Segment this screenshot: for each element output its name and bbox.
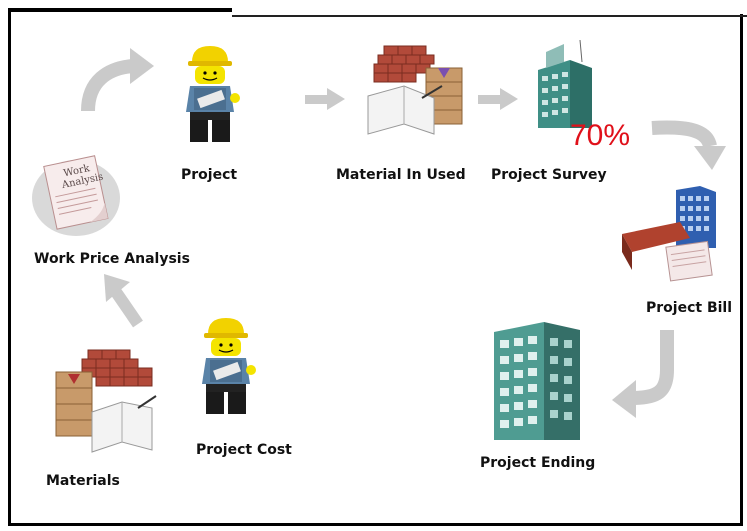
arrow-icon bbox=[104, 274, 143, 328]
survey-progress-text: 70% bbox=[570, 119, 631, 152]
worker-icon bbox=[202, 318, 256, 414]
frame-top-rule bbox=[232, 15, 747, 17]
node-label-project-survey: Project Survey bbox=[491, 167, 607, 183]
worker-icon bbox=[186, 46, 240, 142]
materials-icon bbox=[55, 349, 157, 453]
node-label-material-in-used: Material In Used bbox=[336, 167, 466, 183]
building-icon bbox=[494, 322, 580, 440]
materials-icon bbox=[367, 45, 463, 135]
bill-icon bbox=[622, 186, 716, 282]
arrow-icon bbox=[651, 120, 726, 170]
arrow-icon bbox=[305, 88, 345, 110]
building-icon bbox=[538, 39, 592, 128]
arrow-icon bbox=[478, 88, 518, 110]
node-label-project-bill: Project Bill bbox=[646, 300, 733, 316]
node-label-project-ending: Project Ending bbox=[480, 455, 596, 471]
node-label-project: Project bbox=[181, 167, 238, 183]
frame-notch bbox=[232, 8, 747, 14]
node-label-materials: Materials bbox=[46, 473, 120, 489]
node-label-project-cost: Project Cost bbox=[196, 442, 292, 458]
arrow-icon bbox=[81, 48, 154, 112]
document-icon: Work Analysis bbox=[32, 155, 120, 236]
node-label-work-price-analysis: Work Price Analysis bbox=[34, 251, 190, 267]
arrow-icon bbox=[612, 330, 674, 418]
